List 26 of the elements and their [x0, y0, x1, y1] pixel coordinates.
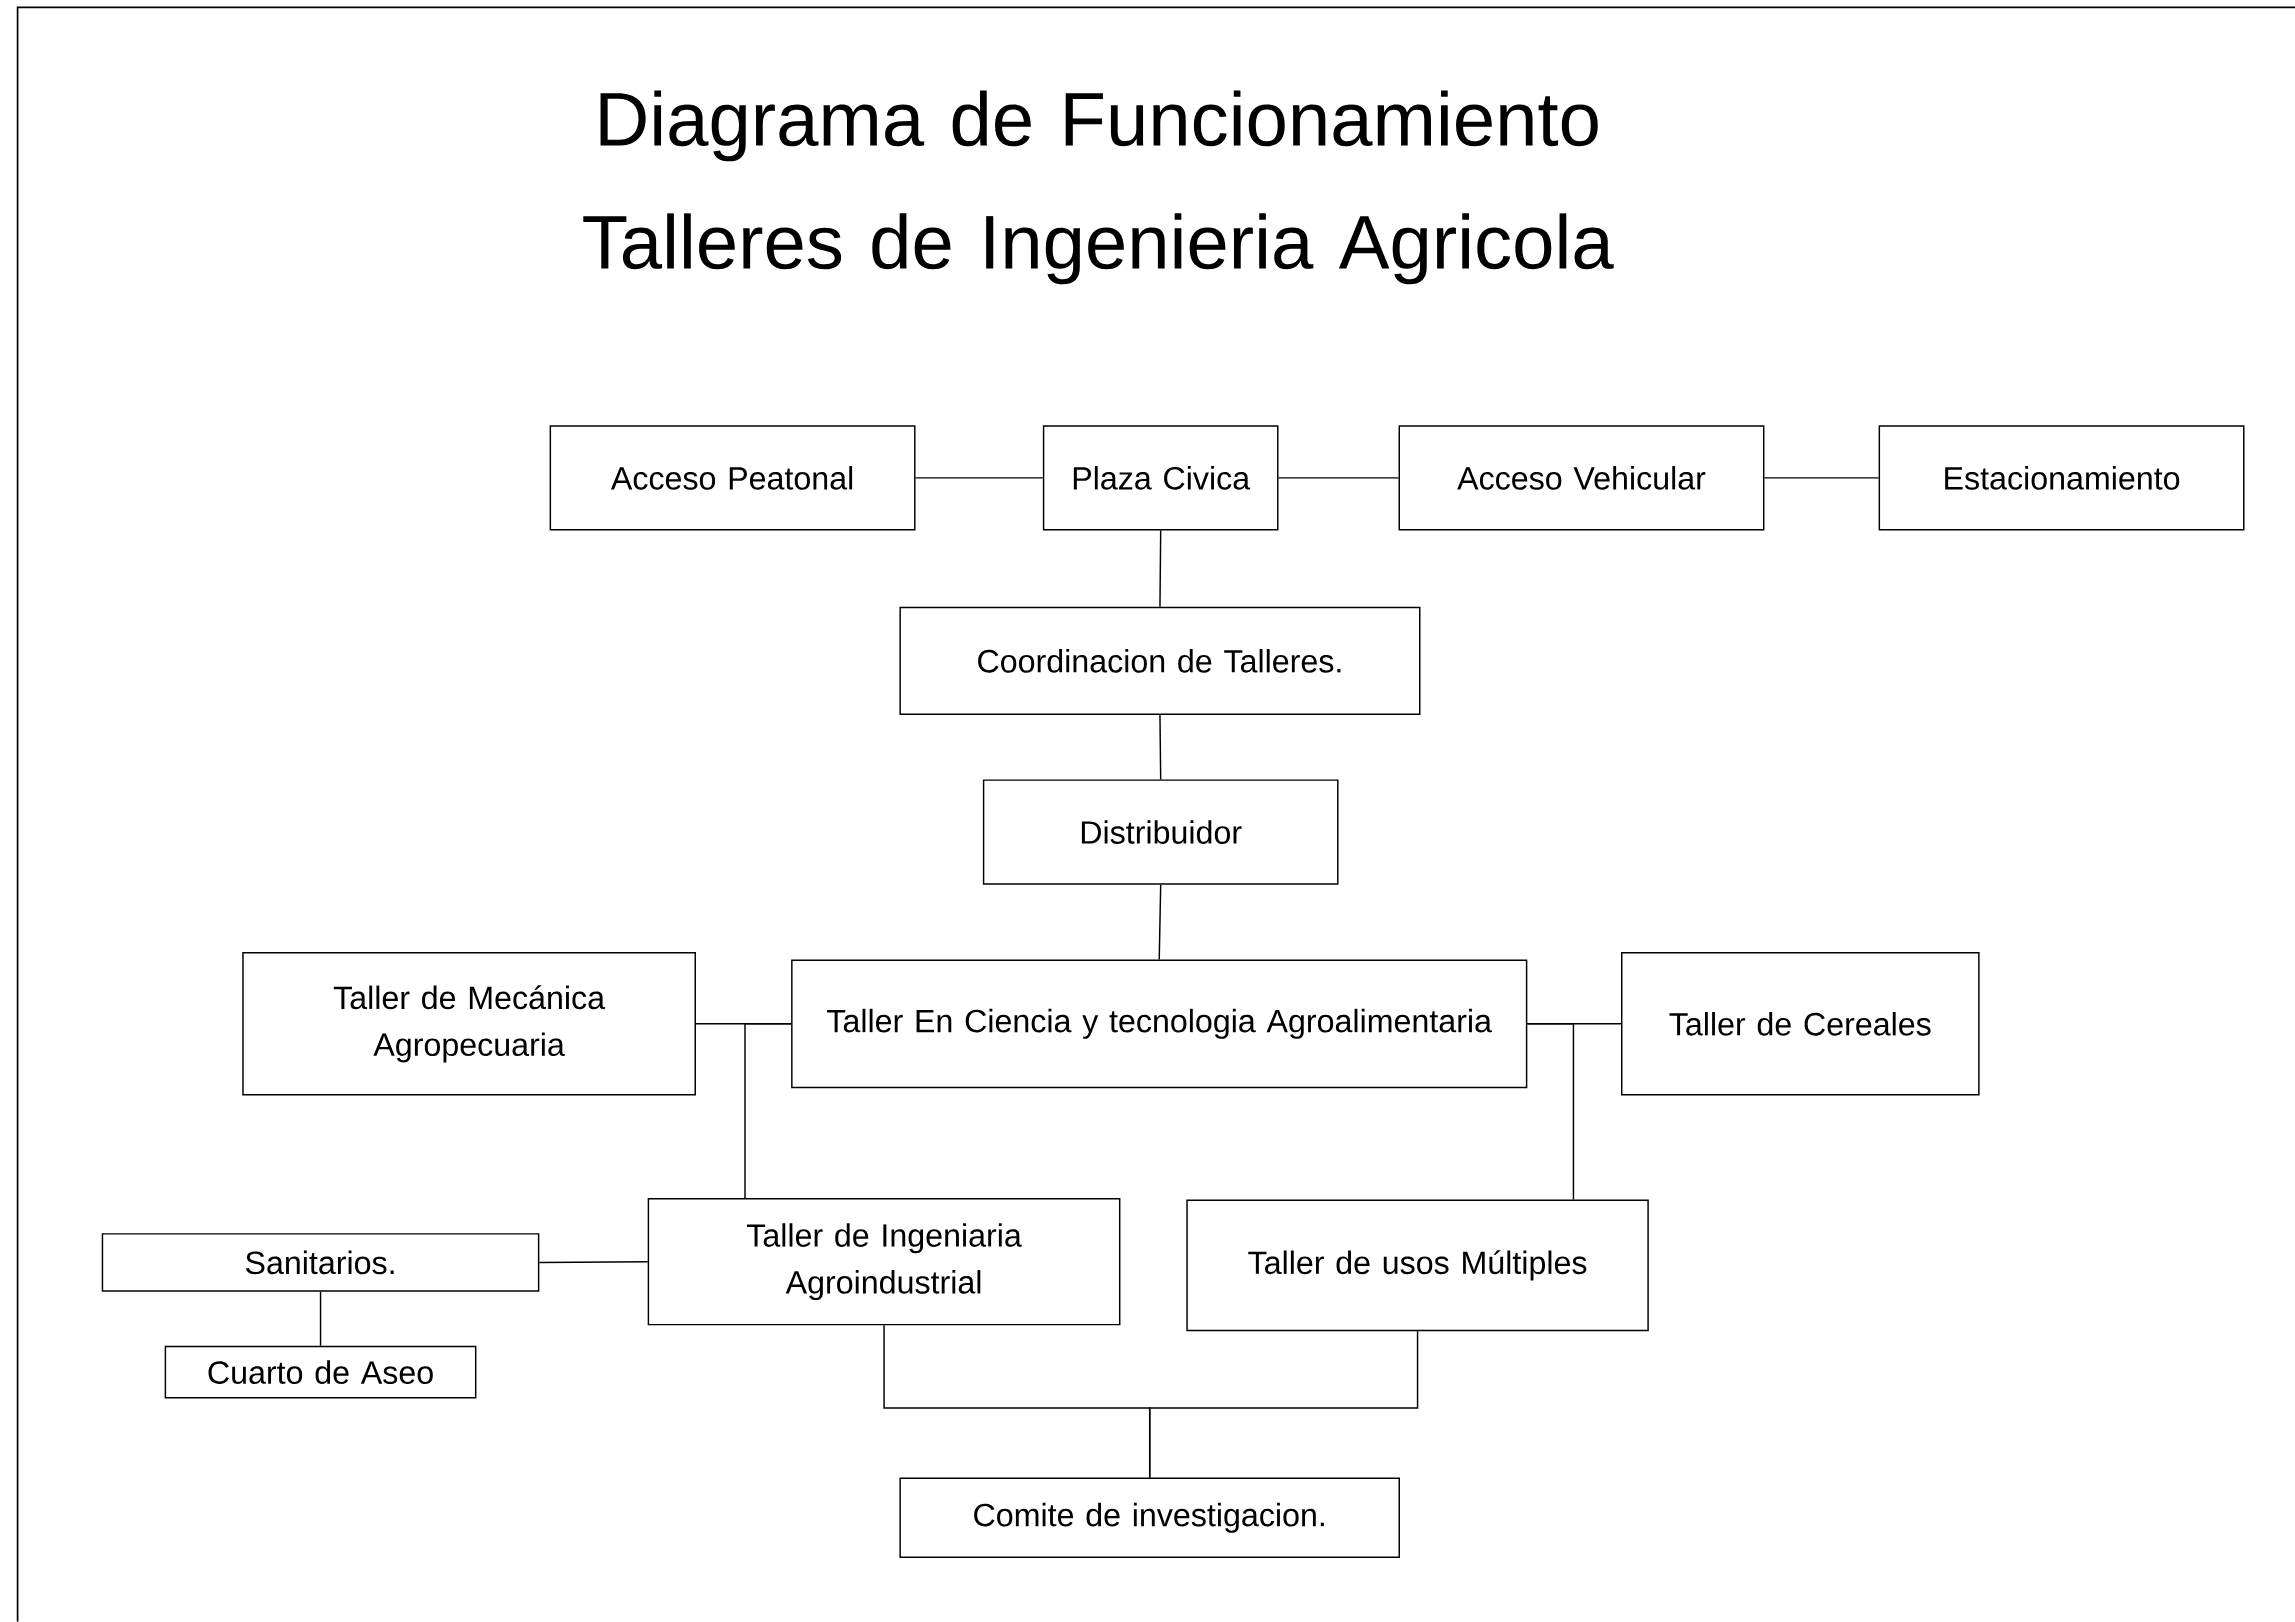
connector-line [1159, 714, 1162, 781]
title: Diagrama de Funcionamiento Talleres de Ingenieria Agricola [583, 90, 1614, 285]
connector-line [319, 1291, 322, 1347]
room-box: Distribuidor [982, 779, 1339, 885]
connector-line [1763, 477, 1880, 479]
room-box: Taller En Ciencia y tecnologia Agroalimentaria [791, 959, 1528, 1089]
connector-line [538, 1261, 649, 1264]
room-box: Taller de Ingeniaria Agroindustrial [647, 1198, 1121, 1326]
room-box: Coordinacion de Talleres. [899, 606, 1421, 716]
room-box: Plaza Civica [1042, 425, 1279, 531]
connector-line [1277, 477, 1400, 479]
connector-line [744, 1023, 792, 1199]
connector-line [914, 477, 1044, 479]
room-box: Cuarto de Aseo [164, 1346, 477, 1399]
room-box: Comite de investigacion. [899, 1477, 1400, 1559]
room-box: Acceso Peatonal [549, 425, 916, 531]
room-box: Taller de usos Múltiples [1186, 1199, 1649, 1332]
room-box: Taller de Cereales [1621, 952, 1980, 1096]
connector-line [1159, 530, 1162, 608]
room-box: Sanitarios. [101, 1233, 540, 1292]
room-box: Estacionamiento [1878, 425, 2245, 531]
connector-line [1149, 1330, 1419, 1479]
connector-line [1526, 1023, 1575, 1201]
room-box: Taller de Mecánica Agropecuaria [242, 952, 696, 1096]
connector-line [1158, 884, 1162, 961]
room-box: Acceso Vehicular [1398, 425, 1765, 531]
